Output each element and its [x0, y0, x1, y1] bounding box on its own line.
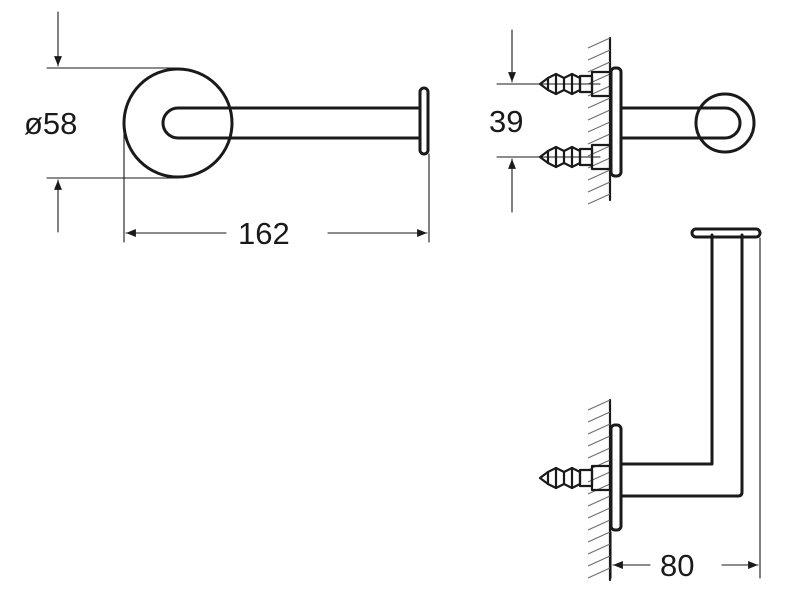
l-shaped-arm	[619, 233, 744, 498]
projection-label: 80	[660, 548, 694, 583]
lower-rosette-plate	[609, 423, 623, 532]
spacing-dimension: 39	[489, 29, 601, 213]
spacing-label: 39	[489, 104, 523, 139]
rosette-plate	[609, 66, 623, 178]
diameter-dimension: ø58	[24, 11, 179, 233]
wall-hatching	[587, 37, 611, 205]
arm-end-cap	[418, 86, 430, 156]
side-arm	[619, 106, 742, 140]
side-view	[538, 36, 756, 205]
projection-dimension: 80	[610, 237, 761, 583]
length-label: 162	[238, 216, 290, 251]
holder-arm	[161, 106, 420, 140]
rosette-circle	[122, 67, 234, 179]
top-view	[538, 227, 762, 582]
diameter-label: ø58	[24, 106, 77, 141]
length-dimension: 162	[123, 129, 430, 251]
arm-end-circle	[694, 92, 756, 154]
lower-view-screw	[538, 464, 612, 492]
front-view	[122, 67, 430, 179]
arm-top-cap	[690, 227, 762, 239]
